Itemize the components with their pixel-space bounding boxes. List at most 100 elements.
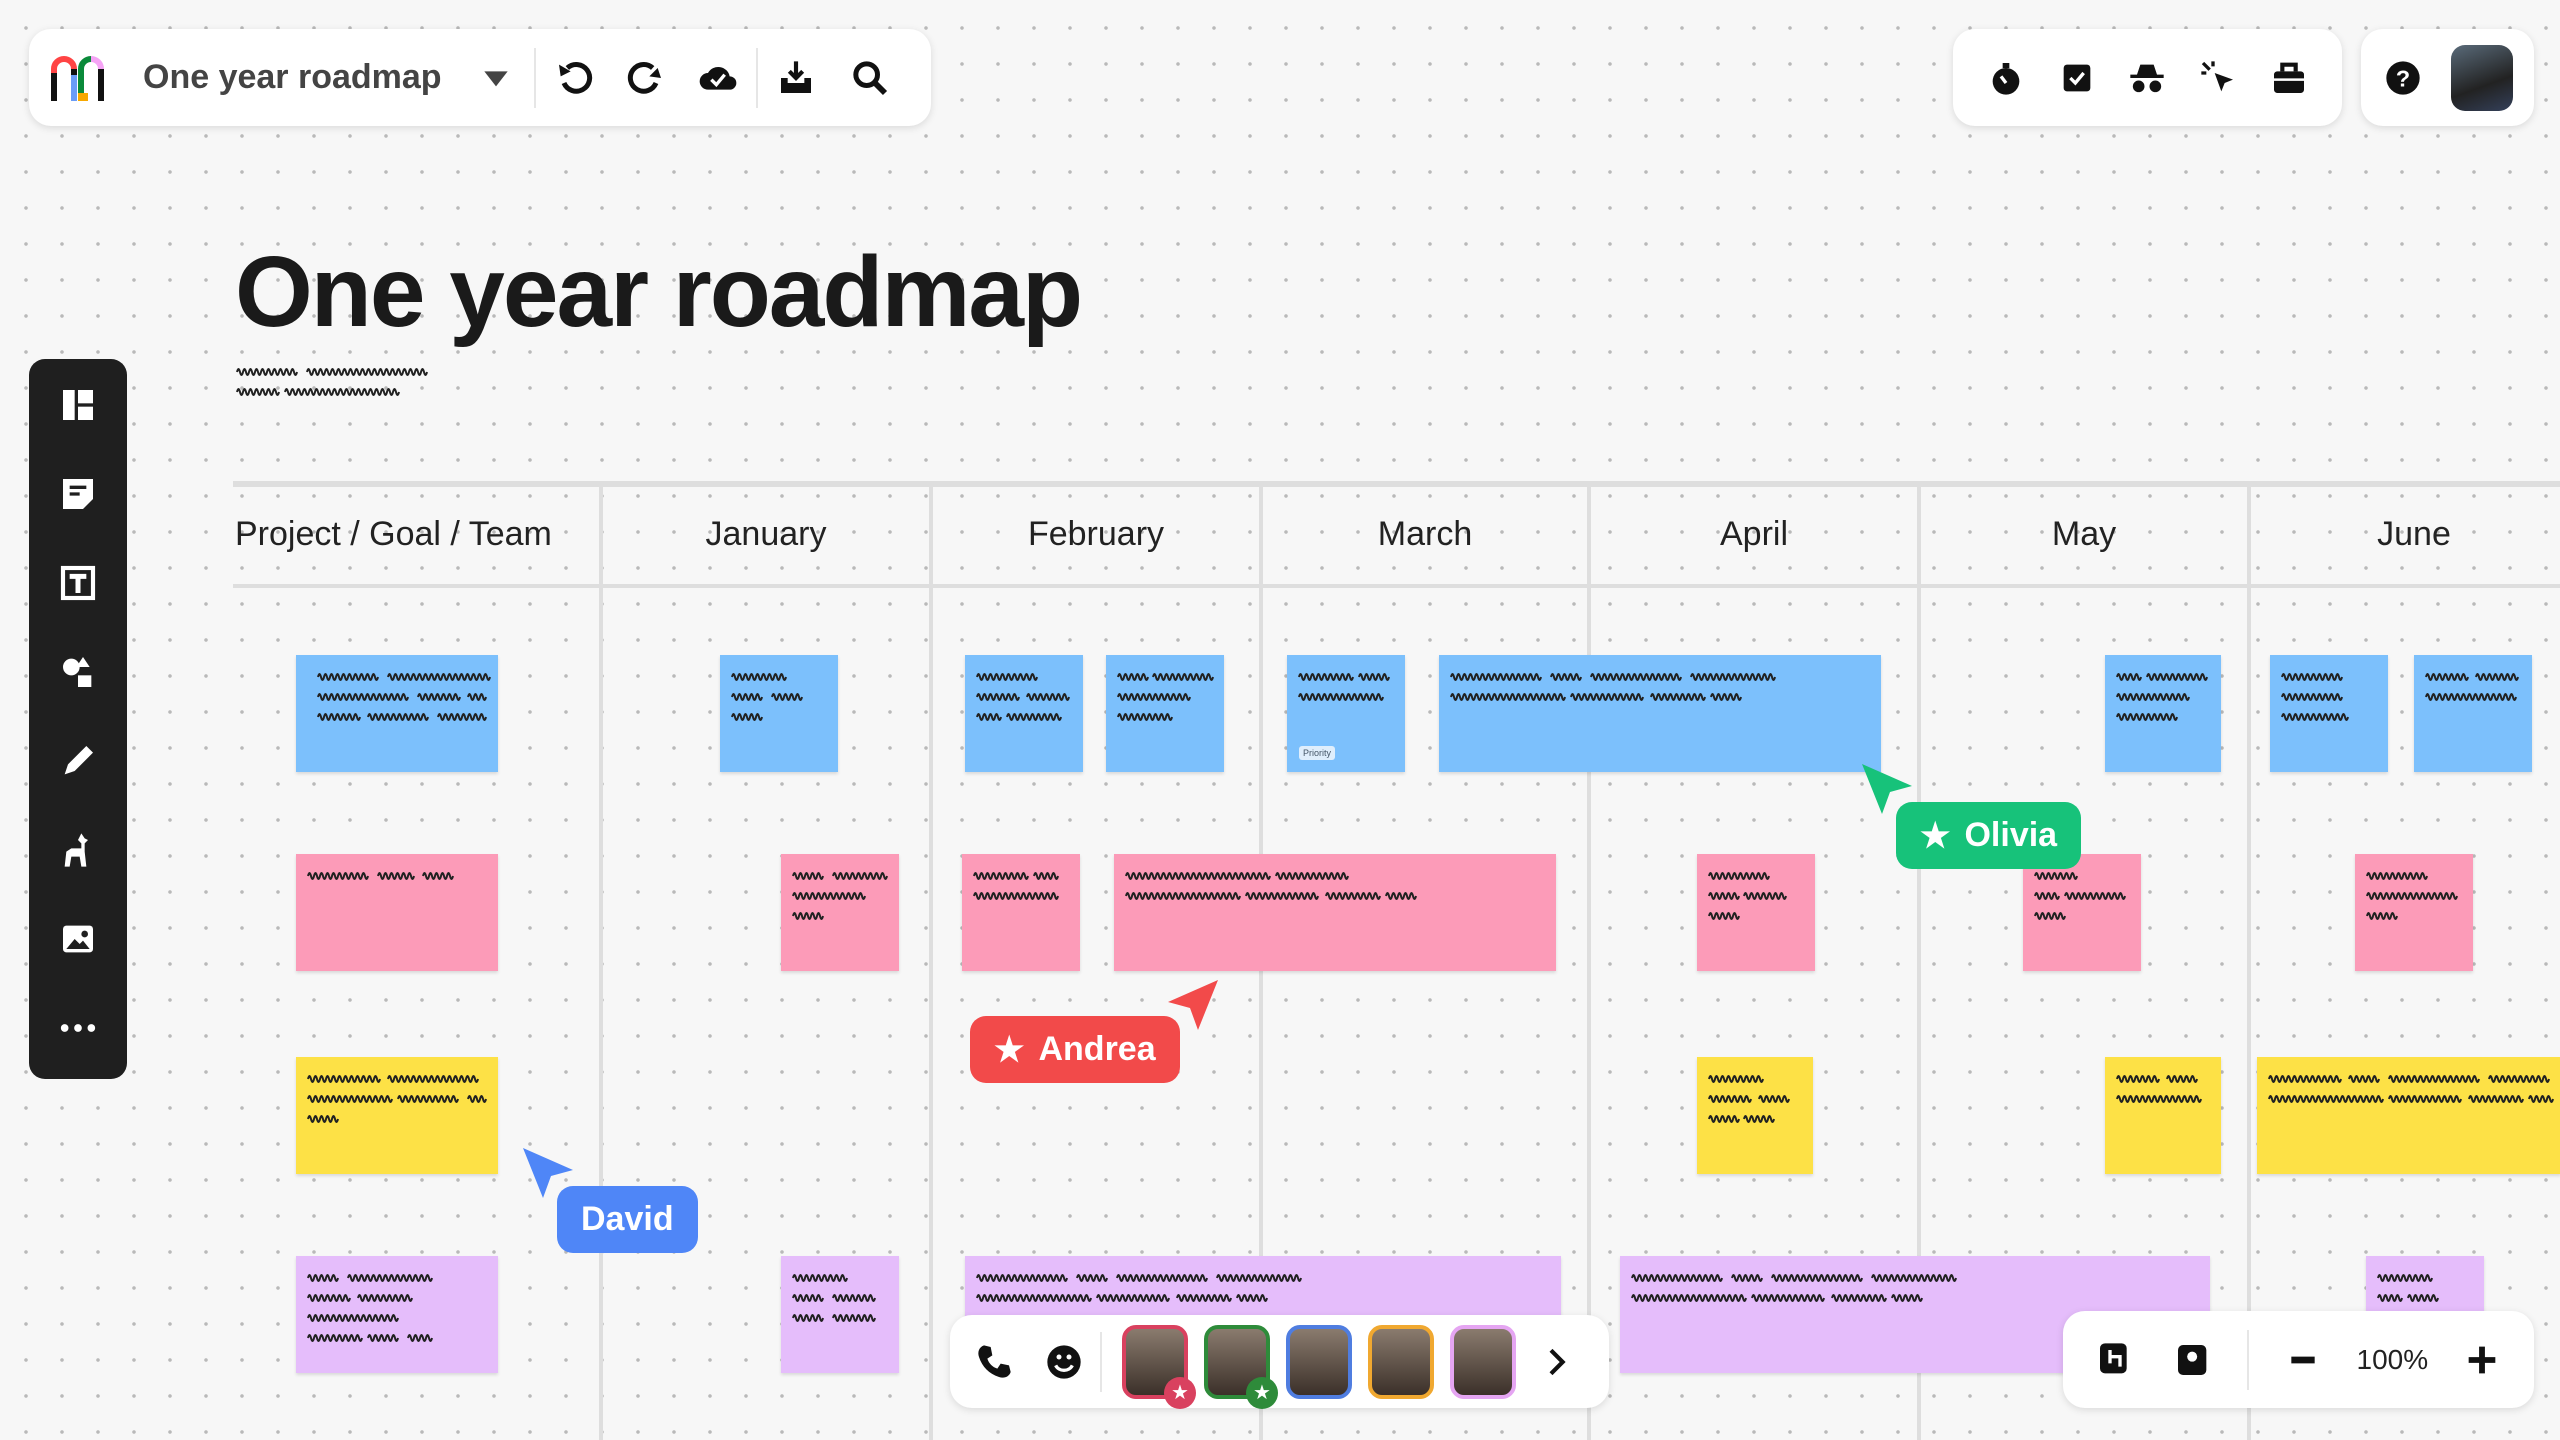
- zoom-level[interactable]: 100%: [2356, 1343, 2429, 1375]
- sticky-note-pink[interactable]: [962, 854, 1080, 971]
- sticky-note-blue[interactable]: [2270, 655, 2388, 772]
- sticky-note-blue[interactable]: [720, 655, 838, 772]
- more-icon[interactable]: [54, 1004, 102, 1052]
- search-icon[interactable]: [846, 54, 894, 102]
- sticky-note-blue[interactable]: [1106, 655, 1224, 772]
- handwritten-text: [317, 673, 491, 721]
- column-divider: [599, 483, 603, 1440]
- map-pin-icon[interactable]: [2169, 1336, 2217, 1384]
- board-toolbar: One year roadmap: [29, 29, 931, 126]
- sticky-note-pink[interactable]: [2355, 854, 2473, 971]
- column-header-month: June: [2377, 515, 2451, 553]
- tools-toolbar: [1953, 29, 2342, 126]
- show-more-participants-chevron-icon[interactable]: [1532, 1338, 1580, 1386]
- templates-icon[interactable]: [54, 381, 102, 429]
- column-header-month: April: [1719, 515, 1789, 553]
- board-menu-dropdown-icon[interactable]: [472, 54, 520, 102]
- handwritten-text: [2034, 872, 2126, 920]
- handwritten-text: [307, 872, 454, 880]
- handwritten-text: [792, 1274, 876, 1322]
- handwritten-text: [1450, 673, 1776, 701]
- llama-icon[interactable]: [54, 826, 102, 874]
- page-title: One year roadmap: [235, 236, 1083, 348]
- help-icon[interactable]: ?: [2379, 54, 2427, 102]
- olivia-cursor-arrow-icon: [1862, 764, 1912, 814]
- column-divider: [929, 483, 933, 1440]
- star-icon: ★: [1920, 816, 1951, 855]
- pen-icon[interactable]: [54, 737, 102, 785]
- svg-text:?: ?: [2396, 65, 2410, 91]
- phone-icon[interactable]: [970, 1338, 1018, 1386]
- handwritten-text: [2377, 1274, 2439, 1302]
- app-logo[interactable]: [51, 53, 113, 103]
- emoji-icon[interactable]: [1040, 1338, 1088, 1386]
- timer-icon[interactable]: [1982, 54, 2030, 102]
- handwritten-text: [2268, 1075, 2554, 1103]
- column-divider: [2247, 483, 2251, 1440]
- participant-avatar[interactable]: ★: [1204, 1324, 1278, 1409]
- handwritten-text: [1125, 872, 1417, 900]
- sticky-note-yellow[interactable]: [2105, 1057, 2221, 1174]
- sticky-note-blue[interactable]: [1439, 655, 1881, 772]
- sticky-note-blue[interactable]: [2414, 655, 2532, 772]
- cursor-name: David: [581, 1200, 674, 1238]
- checkbox-icon[interactable]: [2053, 54, 2101, 102]
- zoom-toolbar: 100%: [2063, 1311, 2534, 1408]
- sticky-note-yellow[interactable]: [296, 1057, 498, 1174]
- creation-sidebar: [29, 359, 127, 1079]
- handwritten-text: [1631, 1274, 1957, 1302]
- user-avatar[interactable]: [2451, 44, 2513, 111]
- column-header-month: March: [1377, 515, 1473, 553]
- sticky-note-pink[interactable]: [2023, 854, 2141, 971]
- handwritten-text: [976, 673, 1070, 721]
- handwritten-text: [1117, 673, 1214, 721]
- handwritten-text: [2116, 673, 2208, 721]
- david-cursor-label: David: [557, 1186, 698, 1253]
- participant-avatar[interactable]: [1286, 1324, 1352, 1399]
- sticky-note-pink[interactable]: [1114, 854, 1556, 971]
- redo-icon[interactable]: [622, 54, 670, 102]
- column-header-month: May: [2051, 515, 2117, 553]
- sticky-note-icon[interactable]: [54, 470, 102, 518]
- sticky-note-blue[interactable]: Priority: [1287, 655, 1405, 772]
- participant-avatar[interactable]: [1450, 1324, 1516, 1399]
- account-toolbar: ?: [2361, 29, 2534, 126]
- handwritten-text: [1708, 872, 1787, 920]
- image-icon[interactable]: [54, 915, 102, 963]
- sticky-note-blue[interactable]: [965, 655, 1083, 772]
- star-badge-icon: ★: [1246, 1376, 1278, 1409]
- shapes-icon[interactable]: [54, 648, 102, 696]
- sticky-note-pink[interactable]: [1697, 854, 1815, 971]
- sticky-note-purple[interactable]: [296, 1256, 498, 1373]
- sticky-note-yellow[interactable]: [2257, 1057, 2560, 1174]
- handwritten-text: [1708, 1075, 1790, 1123]
- handwritten-text: [792, 872, 888, 920]
- sticky-note-pink[interactable]: [296, 854, 498, 971]
- handwritten-text: [1298, 673, 1390, 701]
- cloud-saved-icon[interactable]: [694, 54, 742, 102]
- collaboration-toolbar: ★★: [950, 1315, 1609, 1409]
- sticky-note-blue[interactable]: [296, 655, 498, 772]
- text-icon[interactable]: [54, 559, 102, 607]
- handwritten-text: [2366, 872, 2458, 920]
- hand-pan-icon[interactable]: [2091, 1336, 2139, 1384]
- column-header-project: Project / Goal / Team: [235, 515, 552, 553]
- column-header-month: February: [1027, 515, 1165, 553]
- board-title[interactable]: One year roadmap: [143, 58, 442, 96]
- zoom-in-button[interactable]: [2458, 1336, 2506, 1384]
- participant-avatar[interactable]: ★: [1122, 1324, 1196, 1409]
- participant-avatar[interactable]: [1368, 1324, 1434, 1399]
- handwritten-text: [307, 1075, 487, 1123]
- sticky-note-purple[interactable]: [781, 1256, 899, 1373]
- cursor-click-icon[interactable]: [2194, 54, 2242, 102]
- handwritten-text: [976, 1274, 1302, 1302]
- zoom-out-button[interactable]: [2279, 1336, 2327, 1384]
- incognito-icon[interactable]: [2123, 54, 2171, 102]
- sticky-note-blue[interactable]: [2105, 655, 2221, 772]
- undo-icon[interactable]: [550, 54, 598, 102]
- sticky-note-yellow[interactable]: [1697, 1057, 1813, 1174]
- sticky-note-pink[interactable]: [781, 854, 899, 971]
- download-icon[interactable]: [772, 54, 820, 102]
- david-cursor-arrow-icon: [523, 1148, 573, 1198]
- toolbox-icon[interactable]: [2265, 54, 2313, 102]
